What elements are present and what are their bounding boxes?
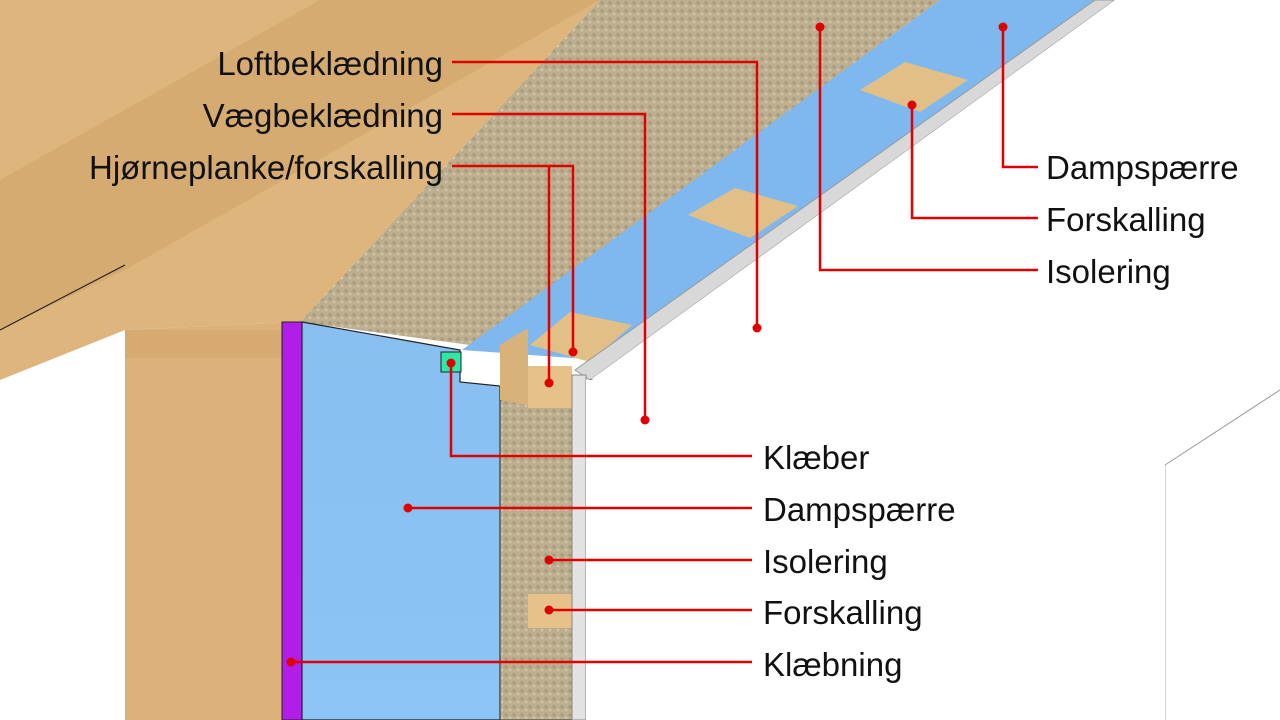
wall-insulation xyxy=(499,399,573,720)
ceiling-batten xyxy=(688,188,798,238)
label-loftbeklaedning: Loftbeklædning xyxy=(217,45,443,82)
label-hjorneplanke: Hjørneplanke/forskalling xyxy=(89,149,443,186)
label-ceiling-isolering: Isolering xyxy=(1046,253,1171,290)
label-wall-forskalling: Forskalling xyxy=(763,594,923,631)
wall-vapor-barrier xyxy=(301,321,501,720)
label-klaeber: Klæber xyxy=(763,439,869,476)
ceiling-insulation xyxy=(300,0,940,345)
wall-wood xyxy=(125,322,300,720)
wall-top-plate xyxy=(125,330,285,358)
wall-surface xyxy=(586,380,1165,720)
ceiling-batten xyxy=(530,312,632,362)
label-wall-isolering: Isolering xyxy=(763,543,888,580)
corner-plank xyxy=(500,328,528,405)
roof-beam xyxy=(0,0,600,380)
wall-board xyxy=(571,374,587,720)
ceiling-batten xyxy=(860,62,968,112)
label-vaegbeklaedning: Vægbeklædning xyxy=(203,97,443,134)
ceiling-surface xyxy=(590,0,1280,465)
leader-lines xyxy=(286,22,1038,667)
rafter-face xyxy=(0,0,600,330)
label-ceiling-dampspaerre: Dampspærre xyxy=(1046,149,1239,186)
label-ceiling-forskalling: Forskalling xyxy=(1046,201,1206,238)
label-klaebning: Klæbning xyxy=(763,646,902,683)
label-wall-dampspaerre: Dampspærre xyxy=(763,491,956,528)
